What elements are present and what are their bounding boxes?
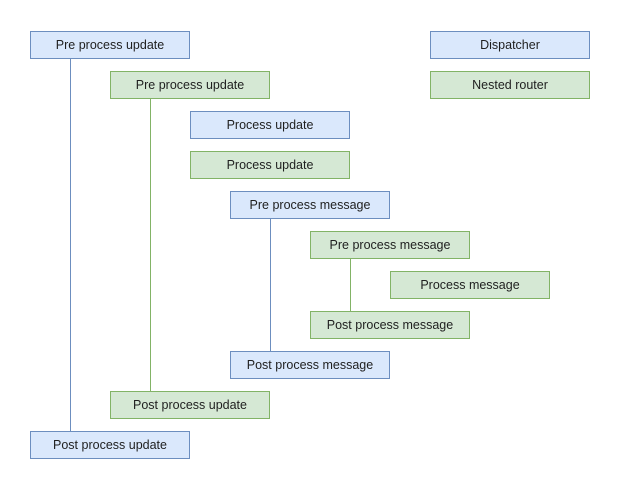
diagram-node[interactable]: Process update <box>190 151 350 179</box>
diagram-node[interactable]: Pre process message <box>230 191 390 219</box>
diagram-node[interactable]: Post process message <box>310 311 470 339</box>
connector-line <box>150 99 151 391</box>
diagram-node[interactable]: Pre process update <box>30 31 190 59</box>
connector-line <box>270 219 271 351</box>
connector-line <box>350 259 351 311</box>
diagram-node[interactable]: Process message <box>390 271 550 299</box>
diagram-node[interactable]: Post process update <box>110 391 270 419</box>
diagram-node[interactable]: Pre process update <box>110 71 270 99</box>
connector-line <box>70 59 71 431</box>
diagram-node[interactable]: Post process message <box>230 351 390 379</box>
diagram-node[interactable]: Process update <box>190 111 350 139</box>
legend-item-dispatcher[interactable]: Dispatcher <box>430 31 590 59</box>
diagram-node[interactable]: Post process update <box>30 431 190 459</box>
diagram-node[interactable]: Pre process message <box>310 231 470 259</box>
legend-item-router[interactable]: Nested router <box>430 71 590 99</box>
